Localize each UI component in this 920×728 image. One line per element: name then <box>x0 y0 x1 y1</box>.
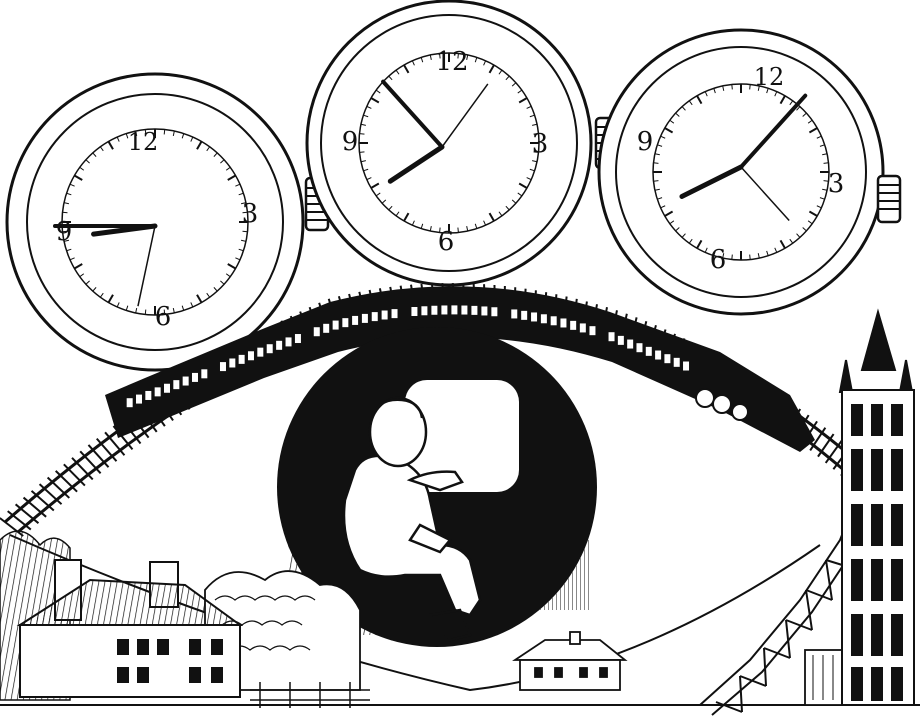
train-window <box>609 332 615 341</box>
clock-right-numeral-3: 3 <box>828 169 845 199</box>
dial-tick <box>63 212 68 213</box>
dial-tick <box>750 84 751 89</box>
train-window <box>136 395 142 404</box>
train-window <box>257 348 263 357</box>
train-window <box>580 323 586 332</box>
train-window <box>461 306 467 315</box>
train-window <box>372 312 378 321</box>
distant-house <box>515 632 625 690</box>
train-window <box>392 309 398 318</box>
train-window <box>286 337 292 346</box>
train-window <box>127 398 133 407</box>
train-window <box>183 377 189 386</box>
clock-left-numeral-3: 3 <box>242 199 259 229</box>
clock-center: 12 3 6 9 <box>307 1 620 285</box>
train-window <box>521 311 527 320</box>
clock-left-numeral-9: 9 <box>56 217 73 247</box>
clock-center-numeral-12: 12 <box>435 47 468 77</box>
train-window <box>201 369 207 378</box>
train-window <box>295 334 301 343</box>
train-window <box>636 343 642 352</box>
tower-spire <box>862 312 895 370</box>
dial-tick <box>750 255 751 260</box>
train-window <box>541 314 547 323</box>
train-window <box>441 305 447 314</box>
dial-tick <box>732 84 733 89</box>
train-window <box>145 391 151 400</box>
farmhouse-wall <box>20 625 240 697</box>
train-window <box>431 306 437 315</box>
tower-body <box>842 390 914 705</box>
dial-tick <box>359 134 364 135</box>
train-window <box>471 306 477 315</box>
clock-center-numeral-3: 3 <box>532 129 549 159</box>
train-window <box>192 373 198 382</box>
train-window <box>239 355 245 364</box>
dial-tick <box>145 310 146 315</box>
train-window <box>333 321 339 330</box>
clock-center-numeral-9: 9 <box>342 127 359 157</box>
train-window <box>421 306 427 315</box>
train-window <box>531 312 537 321</box>
dial-tick <box>243 231 248 232</box>
city-buildings <box>805 650 847 705</box>
train-window <box>589 326 595 335</box>
clock-tower <box>840 312 914 705</box>
clock-center-numeral-6: 6 <box>438 227 455 257</box>
dial-tick <box>732 255 733 260</box>
train-window <box>276 341 282 350</box>
train-window <box>314 327 320 336</box>
train-window <box>362 314 368 323</box>
train-window <box>664 354 670 363</box>
train-window <box>342 318 348 327</box>
train-window <box>618 336 624 345</box>
distant-house-chimney <box>570 632 580 644</box>
clock-right-crown <box>878 176 900 222</box>
clock-right-numeral-6: 6 <box>710 245 727 275</box>
dial-tick <box>164 130 165 135</box>
clock-right-numeral-9: 9 <box>637 127 654 157</box>
train-window <box>155 387 161 396</box>
train-window <box>491 307 497 316</box>
tower-pinnacle-right <box>900 360 912 392</box>
train-window <box>683 362 689 371</box>
dial-tick <box>653 181 658 182</box>
clock-right-numeral-12: 12 <box>754 63 785 91</box>
clock-left-numeral-12: 12 <box>128 128 159 156</box>
dial-tick <box>359 152 364 153</box>
train-window <box>382 311 388 320</box>
train-window <box>674 358 680 367</box>
train-window <box>248 351 254 360</box>
train-window <box>646 347 652 356</box>
train-window <box>220 362 226 371</box>
train-window <box>655 351 661 360</box>
train-window <box>511 309 517 318</box>
dial-tick <box>653 163 658 164</box>
railway-sleeper <box>826 441 842 463</box>
train-window <box>173 380 179 389</box>
tower-pinnacle-left <box>840 360 852 392</box>
book-stack-right <box>540 540 590 610</box>
clock-right: 12 3 6 9 <box>599 30 900 314</box>
train-window <box>481 306 487 315</box>
dial-tick <box>824 163 829 164</box>
train-window <box>551 316 557 325</box>
clock-left-numeral-6: 6 <box>155 302 172 332</box>
train-window <box>411 307 417 316</box>
train-window <box>352 316 358 325</box>
train-window <box>323 324 329 333</box>
train-window <box>267 344 273 353</box>
train-window <box>451 305 457 314</box>
train-window <box>570 321 576 330</box>
train-window <box>229 358 235 367</box>
train-window <box>627 340 633 349</box>
train-window <box>560 318 566 327</box>
dial-tick <box>458 228 459 233</box>
train-window <box>164 384 170 393</box>
